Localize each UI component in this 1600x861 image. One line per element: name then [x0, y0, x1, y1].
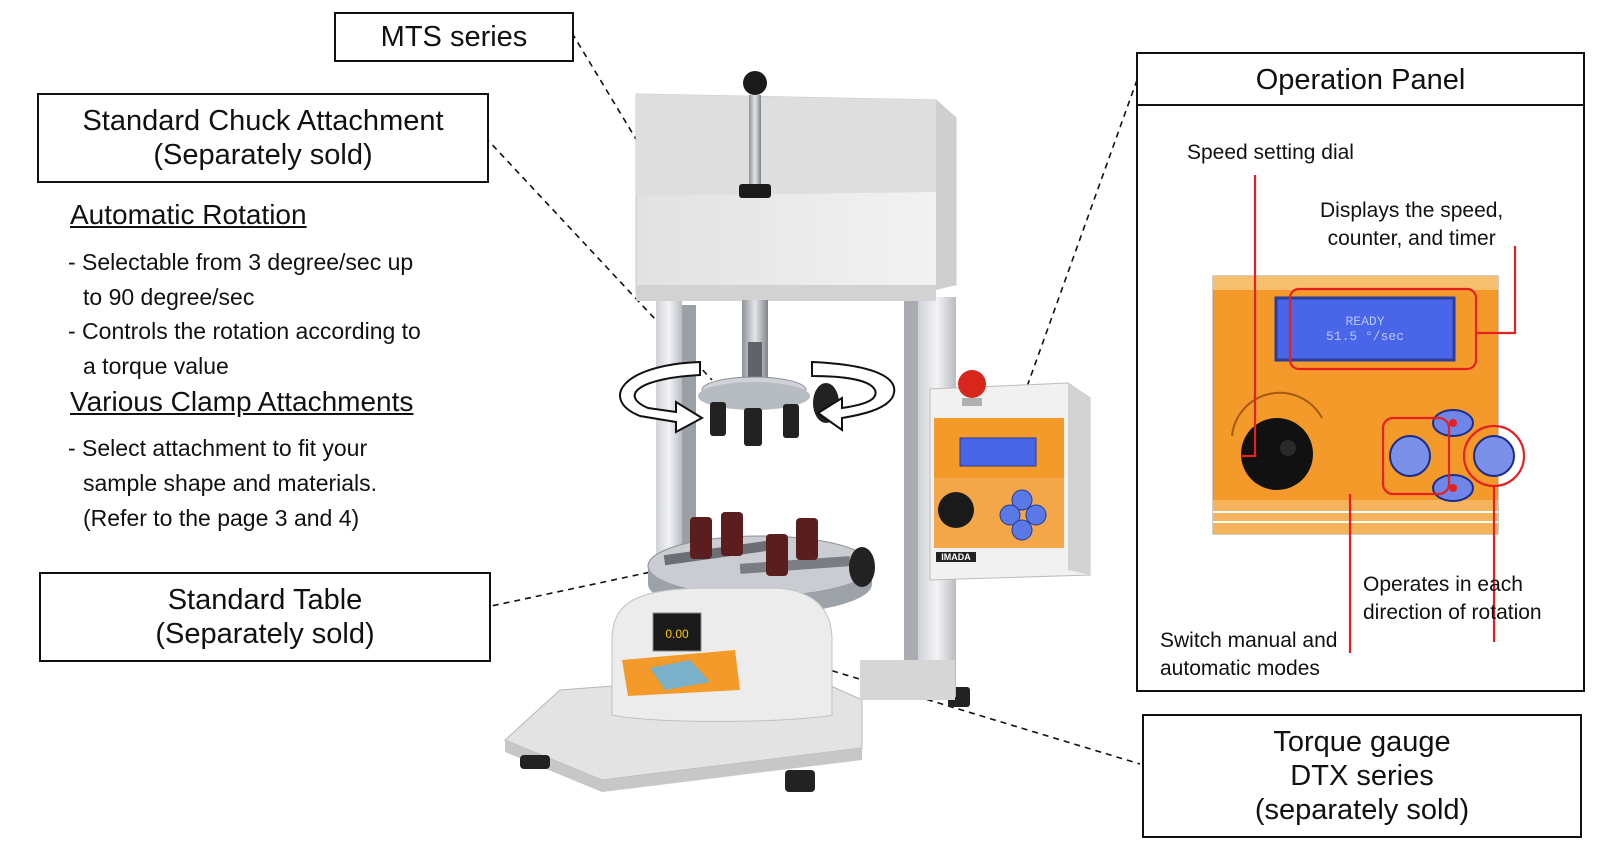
automatic-rotation-heading: Automatic Rotation [70, 199, 307, 230]
clamp-bullet: - Select attachment to fit your sample s… [68, 435, 378, 531]
table-sub: (Separately sold) [155, 618, 375, 650]
operation-panel-title: Operation Panel [1138, 54, 1583, 106]
table-title: Standard Table [167, 584, 363, 616]
mts-series-callout: MTS series [334, 12, 574, 62]
lcd-line1: READY [1345, 314, 1384, 329]
auto-bullet-1: - Selectable from 3 degree/sec up to 90 … [68, 249, 414, 310]
display-label: Displays the speed, counter, and timer [1320, 199, 1504, 250]
switch-mode-label: Switch manual and automatic modes [1160, 629, 1338, 680]
speed-dial-knob [1241, 418, 1313, 490]
operation-panel-frame: Operation Panel [1136, 52, 1585, 692]
clamp-attachments-heading: Various Clamp Attachments [70, 386, 414, 417]
gauge-series: DTX series [1290, 760, 1434, 792]
chuck-sub: (Separately sold) [153, 139, 373, 171]
mts-machine: 0.00 IMADA [504, 71, 1091, 792]
lcd-line2: 51.5 °/sec [1326, 329, 1404, 344]
gauge-reading: 0.00 [665, 627, 689, 641]
chuck-attachment-callout: Standard Chuck Attachment (Separately so… [37, 93, 489, 183]
auto-bullet-2: - Controls the rotation according to a t… [68, 318, 421, 379]
gauge-title: Torque gauge [1273, 726, 1451, 758]
brand-label: IMADA [941, 552, 971, 562]
mts-series-label: MTS series [380, 21, 528, 53]
torque-gauge-callout: Torque gauge DTX series (separately sold… [1142, 714, 1582, 838]
chuck-title: Standard Chuck Attachment [82, 105, 444, 137]
panel-closeup: READY 51.5 °/sec [1212, 175, 1526, 653]
speed-dial-label: Speed setting dial [1187, 141, 1354, 164]
gauge-sub: (separately sold) [1254, 794, 1470, 826]
operates-label: Operates in each direction of rotation [1363, 573, 1542, 624]
standard-table-callout: Standard Table (Separately sold) [39, 572, 491, 662]
